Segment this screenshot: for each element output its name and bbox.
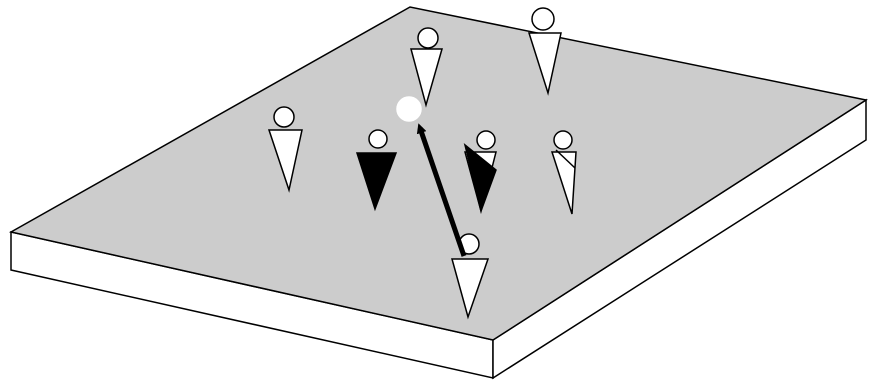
player-head: [418, 28, 438, 48]
player-head: [369, 130, 387, 148]
player-head: [532, 8, 554, 30]
player-head: [554, 131, 572, 149]
ball: [397, 97, 421, 121]
player-head: [274, 107, 294, 127]
player-head: [477, 131, 495, 149]
